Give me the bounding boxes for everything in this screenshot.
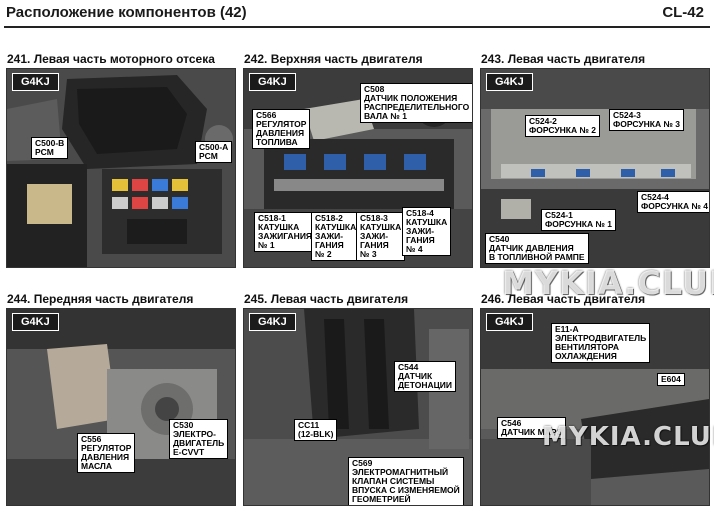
header-divider xyxy=(4,26,710,28)
panel-title-245: 245. Левая часть двигателя xyxy=(244,292,409,306)
engine-bay-illustration xyxy=(7,69,235,267)
engine-code-tag: G4KJ xyxy=(12,73,59,91)
page-number: CL-42 xyxy=(662,4,704,21)
panel-title-244: 244. Передняя часть двигателя xyxy=(7,292,194,306)
page-title: Расположение компонентов (42) xyxy=(6,4,247,21)
engine-code-tag: G4KJ xyxy=(486,313,533,331)
callout-e604: E604 xyxy=(657,373,685,386)
engine-code-tag: G4KJ xyxy=(486,73,533,91)
watermark: MYKIA.CLUB xyxy=(502,264,714,302)
callout-cc11: CC11(12-BLK) xyxy=(294,419,338,441)
engine-front-illustration xyxy=(7,309,235,505)
panel-title-241: 241. Левая часть моторного отсека xyxy=(7,52,215,66)
engine-code-tag: G4KJ xyxy=(249,313,296,331)
panel-title-246: 246. Левая часть двигателя xyxy=(481,292,646,306)
engine-code-tag: G4KJ xyxy=(249,73,296,91)
panel-title-243: 243. Левая часть двигателя xyxy=(481,52,646,66)
engine-code-tag: G4KJ xyxy=(12,313,59,331)
page-header: Расположение компонентов (42) CL-42 xyxy=(0,0,714,28)
panel-title-242: 242. Верхняя часть двигателя xyxy=(244,52,423,66)
watermark: MYKIA.CLUB xyxy=(542,422,714,452)
